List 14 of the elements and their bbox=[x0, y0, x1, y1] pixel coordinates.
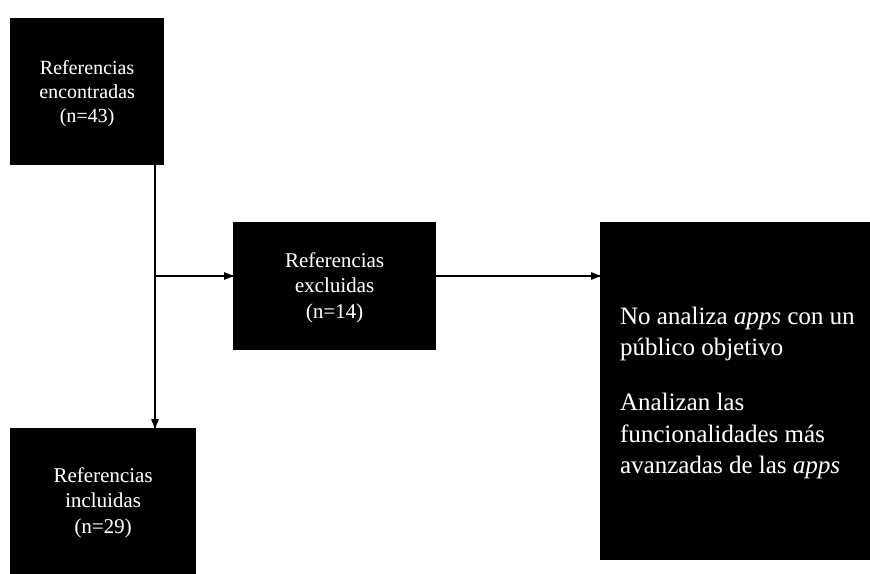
process-box bbox=[10, 428, 196, 574]
box-text: Analizan las funcionalidades más avanzadas de las apps bbox=[620, 388, 842, 481]
process-box bbox=[10, 18, 164, 165]
box-text: Referencias encontradas bbox=[38, 56, 136, 104]
box-text: (n=43) bbox=[60, 104, 114, 128]
box-text: (n=29) bbox=[74, 514, 132, 539]
box-text: No analiza apps con un público objetivo bbox=[620, 302, 856, 364]
arrow bbox=[151, 165, 159, 429]
box-text: (n=14) bbox=[306, 298, 364, 324]
arrow bbox=[436, 272, 601, 280]
process-box bbox=[600, 222, 870, 560]
box-text: Referencias incluidas bbox=[52, 463, 154, 514]
process-box bbox=[233, 222, 436, 350]
box-text: Referencias excluidas bbox=[284, 248, 386, 299]
